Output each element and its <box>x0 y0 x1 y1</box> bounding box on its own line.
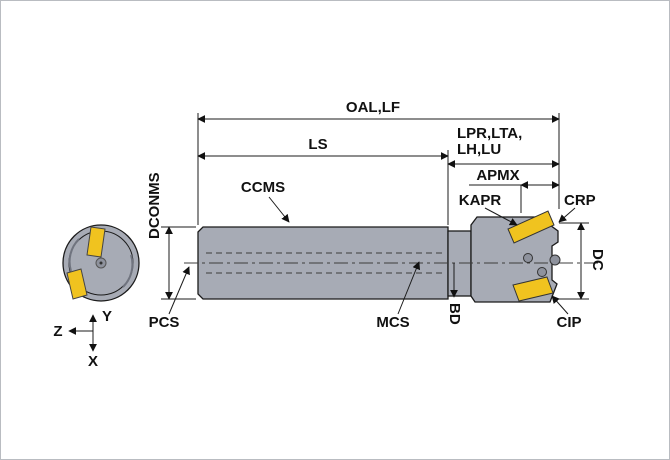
side-view <box>184 210 601 303</box>
crp-label: CRP <box>564 192 596 209</box>
insert-screw <box>537 267 547 277</box>
lpr-label-line2: LH,LU <box>457 141 501 158</box>
center-point <box>99 261 103 265</box>
side-insert-bottom <box>512 276 554 302</box>
lpr-label-line1: LPR,LTA, <box>457 125 522 142</box>
ccms-leader <box>268 196 290 223</box>
mcs-leader <box>397 261 421 315</box>
dimension-lines <box>165 115 585 300</box>
front-insert-bottom <box>66 268 88 300</box>
front-insert-top <box>86 226 106 258</box>
dimension-labels: OAL,LF LS LPR,LTA, LH,LU APMX KAPR CRP D… <box>146 99 606 331</box>
cip-leader <box>551 295 569 315</box>
cip-label: CIP <box>556 314 581 331</box>
apmx-label: APMX <box>476 167 519 184</box>
dc-label: DC <box>589 249 606 271</box>
ls-label: LS <box>308 136 327 153</box>
front-view <box>62 224 140 302</box>
flute-arc <box>68 238 80 272</box>
coordinate-axes: Z Y X <box>53 308 112 370</box>
insert-screw <box>523 253 533 263</box>
flute-arc <box>122 254 134 288</box>
oal-label: OAL,LF <box>346 99 400 116</box>
dconms-label: DCONMS <box>146 172 163 239</box>
side-insert-top <box>507 210 555 244</box>
kapr-label: KAPR <box>459 192 502 209</box>
kapr-leader <box>484 207 518 226</box>
x-axis-label: X <box>88 353 98 370</box>
pcs-leader <box>168 266 190 315</box>
y-axis-label: Y <box>102 308 112 325</box>
mcs-label: MCS <box>376 314 409 331</box>
crp-leader <box>558 207 576 223</box>
bd-label: BD <box>446 303 463 325</box>
pcs-label: PCS <box>149 314 180 331</box>
leader-arrows <box>168 196 576 315</box>
insert-screw <box>549 254 561 266</box>
z-axis-label: Z <box>53 323 62 340</box>
ccms-label: CCMS <box>241 179 285 196</box>
